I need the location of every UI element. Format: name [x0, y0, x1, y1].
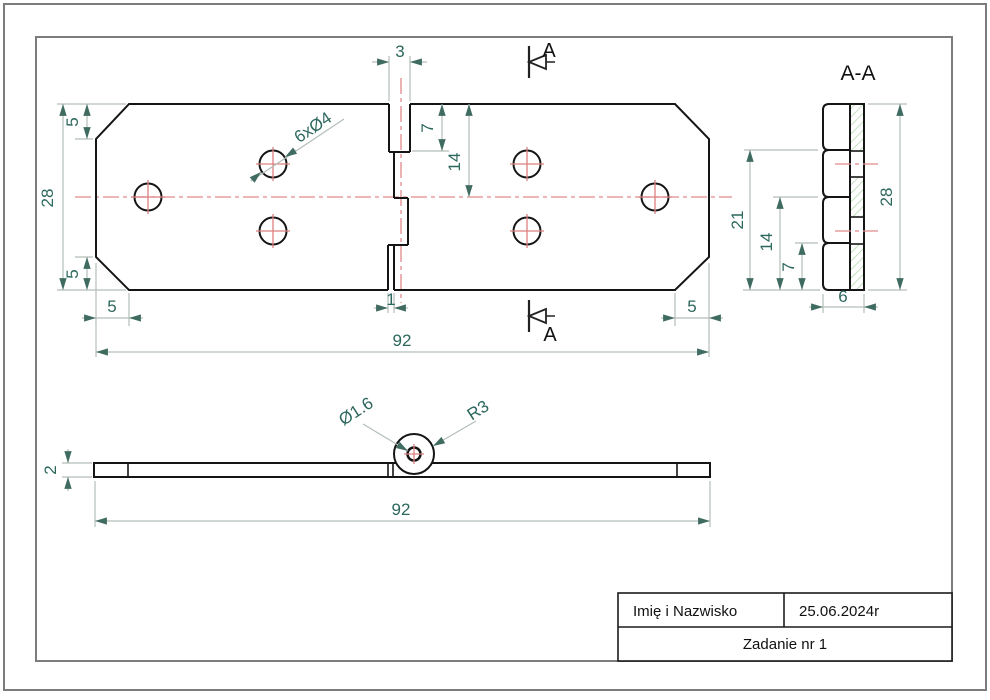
dim-label-5-right: 5 [687, 297, 696, 316]
title-block-name: Imię i Nazwisko [633, 603, 737, 620]
dim-half-width: 14 [445, 104, 473, 197]
cutting-plane-bottom: A [526, 300, 557, 346]
holes-callout-label: 6xØ4 [291, 108, 335, 146]
dim-label-14: 14 [445, 153, 464, 172]
dim-label-3: 3 [395, 42, 404, 61]
section-title: A-A [840, 62, 875, 85]
holes-callout: 6xØ4 [249, 108, 345, 183]
dim-label-6: 6 [838, 287, 847, 306]
dim-knuckle-depth: 7 [412, 104, 449, 152]
knuckle-slot [387, 104, 411, 290]
right-leaf-outline [394, 103, 710, 291]
dim-label-5-bottom: 5 [63, 269, 82, 278]
dim-label-1: 1 [386, 290, 395, 309]
radius-callout: R3 [432, 397, 493, 447]
title-block: Imię i Nazwisko 25.06.2024r Zadanie nr 1 [617, 592, 953, 662]
left-leaf-outline [95, 103, 389, 291]
hatch-bottom [850, 244, 864, 290]
dim-bottom-stack: 5 5 92 [82, 263, 723, 357]
hatch-middle [850, 177, 864, 217]
dim-thickness: 2 [41, 449, 92, 491]
pin-hole-label: Ø1.6 [335, 393, 376, 429]
knuckle-segments [822, 103, 850, 291]
dim-label-2: 2 [41, 465, 60, 474]
dim-label-14-section: 14 [757, 233, 776, 252]
section-dim-28: 28 [868, 103, 907, 291]
hole-edges [850, 150, 864, 245]
title-block-date: 25.06.2024r [799, 603, 879, 620]
cut-label-a-bottom: A [543, 324, 557, 346]
side-plate [93, 462, 711, 478]
dim-label-7-section: 7 [779, 262, 798, 271]
cut-label-a-top: A [542, 40, 556, 62]
section-view: A-A 21 [728, 62, 907, 313]
dim-left-stack: 5 28 5 [38, 103, 126, 291]
dim-label-21: 21 [728, 211, 747, 230]
cutting-plane-top: A [526, 40, 556, 78]
dim-label-7: 7 [418, 123, 437, 132]
dim-label-92-top: 92 [393, 331, 412, 350]
title-block-task: Zadanie nr 1 [743, 636, 827, 653]
side-view: Ø1.6 R3 2 92 [41, 393, 711, 527]
screw-holes [131, 147, 672, 248]
dim-label-28: 28 [38, 189, 57, 208]
dim-center-gap: 1 [374, 290, 408, 313]
dim-label-5-top: 5 [63, 117, 82, 126]
radius-label: R3 [464, 397, 493, 425]
dim-label-92-side: 92 [392, 500, 411, 519]
dim-label-5-left: 5 [107, 297, 116, 316]
section-dims-left: 21 14 7 [728, 149, 820, 291]
dim-slot-width: 3 [372, 42, 427, 101]
section-dim-6: 6 [809, 287, 878, 313]
hatch-top [850, 104, 864, 151]
dim-side-length: 92 [94, 481, 711, 527]
top-view: 3 7 14 5 28 5 [38, 40, 732, 357]
dim-label-28-section: 28 [877, 188, 896, 207]
sheet-frame [3, 3, 987, 691]
